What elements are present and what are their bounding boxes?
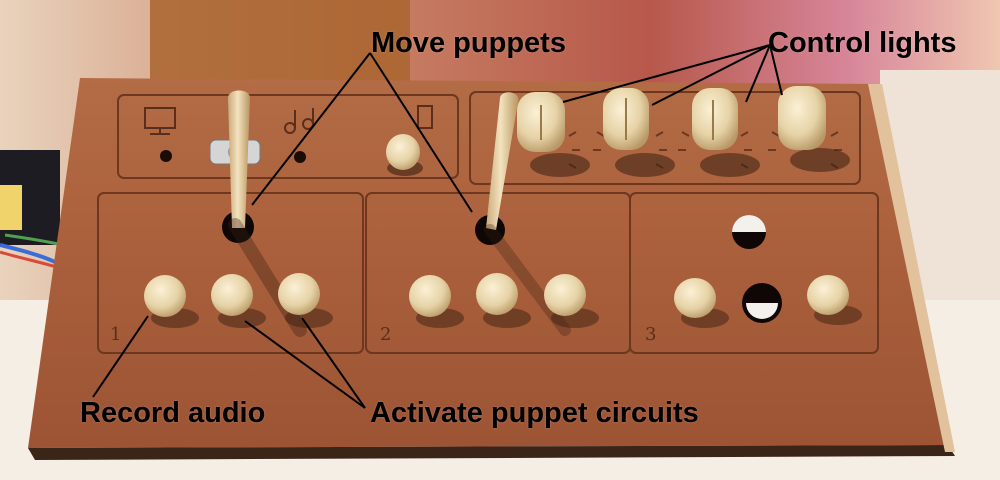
joystick-2: [484, 92, 571, 336]
section-1-box: [97, 192, 364, 354]
top-knob: [386, 134, 423, 176]
section-3-box: [629, 192, 879, 354]
section-number-2: 2: [380, 324, 391, 345]
light-knob: [778, 86, 850, 172]
label-control-lights: Control lights: [768, 27, 957, 59]
circuit-buttons: [144, 273, 862, 328]
label-record-audio: Record audio: [80, 397, 266, 429]
computer-icon: [144, 107, 176, 135]
label-activate-puppet-circuits: Activate puppet circuits: [370, 397, 699, 429]
light-knob: [692, 88, 760, 177]
lamp-icon: [417, 105, 433, 129]
music-icon: [284, 108, 314, 134]
label-move-puppets: Move puppets: [371, 27, 566, 59]
hole: [160, 150, 172, 162]
section-number-1: 1: [110, 324, 121, 345]
light-knob: [603, 88, 675, 177]
light-knob: [517, 92, 590, 177]
annotation-lines: [92, 44, 783, 409]
cables-left: [0, 150, 61, 270]
hole: [294, 151, 306, 163]
section-number-3: 3: [645, 324, 656, 345]
